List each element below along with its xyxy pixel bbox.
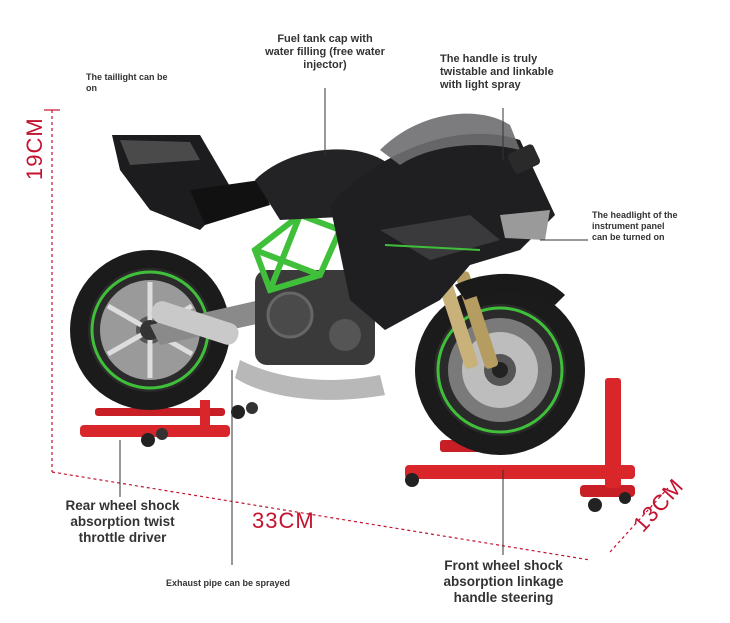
length-dimension: 33CM — [252, 508, 315, 533]
engine — [255, 270, 375, 365]
fairing — [112, 113, 565, 330]
exhaust-callout: Exhaust pipe can be sprayed — [166, 578, 291, 588]
trellis-frame — [251, 211, 345, 294]
leader-lines — [119, 88, 588, 565]
rear-wheel — [70, 250, 230, 410]
taillight-callout: The taillight can be on — [86, 72, 168, 93]
fuel-cap-callout: Fuel tank cap with water filling (free w… — [265, 33, 385, 72]
handle-callout: The handle is truly twistable and linkab… — [440, 53, 554, 92]
rear-wheel-callout: Rear wheel shock absorption twist thrott… — [65, 498, 180, 546]
headlight-callout: The headlight of the instrument panel ca… — [592, 210, 678, 242]
height-dimension: 19CM — [22, 117, 47, 180]
rear-stand — [80, 400, 258, 447]
exhaust-pipe — [151, 301, 385, 400]
front-wheel-callout: Front wheel shock absorption linkage han… — [443, 558, 564, 606]
dimension-lines — [44, 109, 669, 561]
front-wheel — [415, 285, 585, 455]
